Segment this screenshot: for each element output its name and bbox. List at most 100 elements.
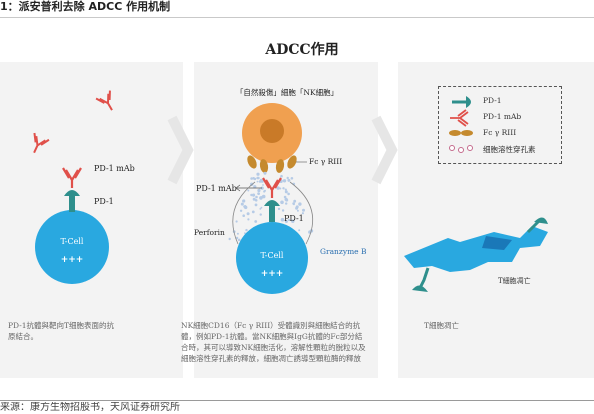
header-rule [0,17,594,18]
granule [286,176,289,180]
pd1-receptor-2 [269,206,275,222]
legend-item-pd1: PD-1 [483,96,502,105]
granzyme-arc [289,181,314,245]
panel1-pd1-label: PD-1 [94,197,114,206]
granule [282,179,287,183]
granule [280,200,284,205]
nk-nucleus [260,119,284,143]
granule [255,195,258,199]
granule [261,194,266,199]
granule [281,209,285,212]
granule [276,186,280,190]
granule [259,208,262,210]
header-title: 1：派安普利去除 ADCC 作用机制 [0,0,171,13]
granule [260,179,264,183]
panel1-cell-label: T-Cell [61,237,84,246]
footer-rule [0,400,594,401]
granzyme-label: Granzyme B [320,247,367,256]
granule [280,217,285,222]
perforin-icon [449,145,473,153]
panel3-caption: T細胞凋亡 [424,321,460,330]
granule [259,213,262,216]
t-cell-1 [35,210,109,284]
granule [287,178,291,182]
mab-icon [450,109,469,127]
panel1-mab-label: PD-1 mAb [94,164,135,173]
granule [258,188,261,191]
panel2-cell-label: T-Cell [261,251,284,260]
granule [253,177,257,181]
pd1-receptor-2-head [264,200,280,206]
diagram-title: ADCC作用 [265,42,339,58]
granule [239,209,243,212]
detached-pd1-1-head [534,217,548,224]
granule [282,187,285,190]
fc-receptor-label: Fc γ RIII [309,157,342,166]
granule [256,176,259,179]
granule [284,188,287,191]
granule [250,193,253,197]
floating-antibody-2 [33,132,50,154]
pd1-receptor-1 [69,196,75,212]
granule [298,202,302,206]
granule [291,219,295,223]
granule [237,238,241,242]
legend-item-fc: Fc γ RIII [483,128,517,137]
panel2-cell-charge: +++ [261,269,284,279]
legend-icons [449,96,473,153]
granule [246,212,250,216]
granule [254,220,258,223]
granule [247,189,250,192]
granule [287,192,290,196]
panel-1: PD-1 mAb PD-1 T-Cell +++ [33,90,135,284]
pd1-receptor-1-head [64,190,80,196]
legend: PD-1 PD-1 mAb Fc γ RIII 细胞溶性穿孔素 [438,86,562,164]
granule [242,199,246,203]
panel-2: 「自然殺傷」細胞「NK細胞」 Fc γ RIII PD-1 mAb PD-1 P… [194,87,367,294]
fc-receptor-icon [449,130,473,136]
panel-3: T細胞凋亡 [404,217,548,292]
t-cell-2 [236,222,308,294]
granule [277,207,281,211]
granule [284,197,288,201]
detached-pd1-2 [418,267,430,289]
granule [228,237,231,241]
bound-antibody-1 [62,167,82,188]
apoptotic-t-cell-fragment [482,236,512,250]
granule [284,220,288,223]
granule [254,199,258,202]
panel2-mab-label: PD-1 mAb [196,184,237,193]
legend-item-perforin: 细胞溶性穿孔素 [483,145,536,154]
nk-cell-title: 「自然殺傷」細胞「NK細胞」 [236,87,338,97]
detached-pd1-2-head [412,285,428,292]
perforin-label: Perforin [194,228,225,237]
granule [236,232,239,235]
panel3-dead-label: T細胞凋亡 [498,276,531,285]
granule [257,192,260,196]
granule [256,180,259,183]
footer-source: 来源：康方生物招股书，天风证券研究所 [0,402,180,413]
granule [263,190,266,193]
granule [293,199,297,203]
pd1-icon [452,96,471,108]
granule [263,171,267,175]
granule [298,229,301,232]
granule [262,184,264,186]
perforin-arc [232,181,256,245]
granule [284,190,288,194]
granule [251,210,255,214]
granule [254,203,258,207]
granule [290,177,294,180]
mab-pointer-arrow [235,184,262,192]
granule [295,206,299,210]
granule [253,185,257,189]
granule [279,187,282,190]
bound-antibody-2 [262,177,282,198]
panel2-caption: NK細胞CD16（Fc γ RIII）受體識別與細胞結合的抗體，例如PD-1抗體… [181,321,366,363]
panel2-pd1-label: PD-1 [284,214,304,223]
granule [242,214,245,217]
granule [247,218,250,221]
panel1-caption: PD-1抗體與靶向T细胞表面的抗原結合。 [8,321,115,341]
granule [235,236,239,240]
granule [260,206,263,209]
